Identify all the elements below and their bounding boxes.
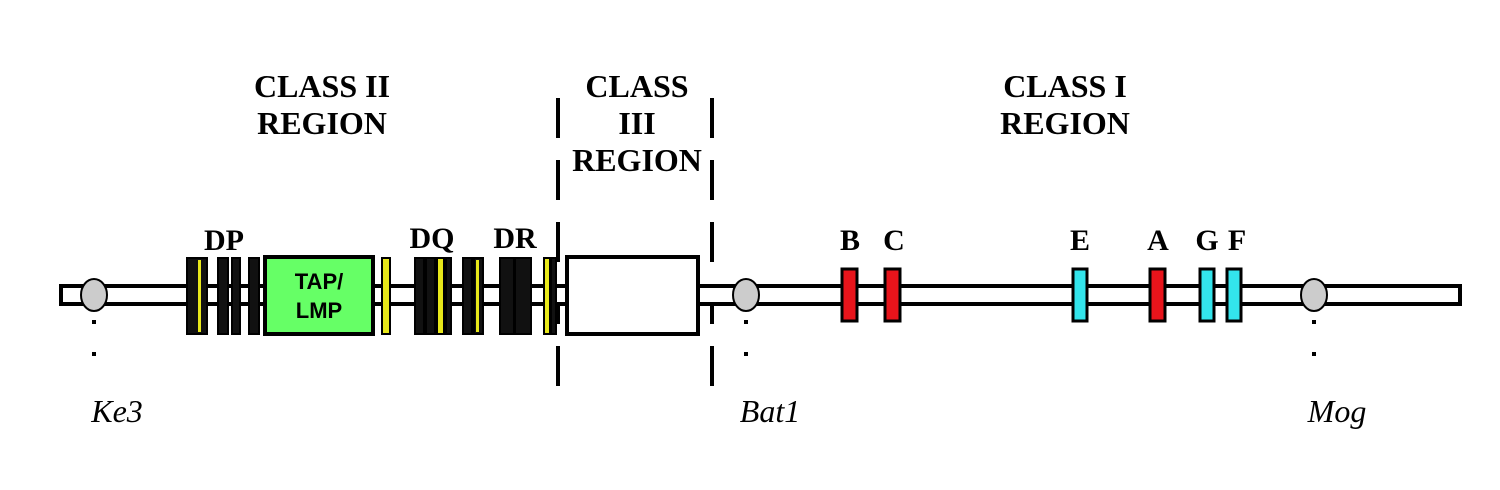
tap-lmp-box: [263, 255, 375, 336]
class-ii-title-line2: REGION: [257, 105, 387, 141]
dp-label: DP: [204, 224, 244, 257]
class-iii-title-line3: REGION: [572, 142, 702, 178]
hla-f-gene: [1225, 267, 1243, 323]
chromosome-bar: [59, 284, 1462, 306]
dr-gene-block-3: [550, 257, 557, 335]
dr-gene-yellow-1: [543, 257, 551, 335]
tap-lmp-label-line1: TAP/: [295, 269, 343, 294]
class-i-title-line2: REGION: [1000, 105, 1130, 141]
e-label: E: [1070, 224, 1090, 257]
ke3-label: Ke3: [90, 393, 143, 429]
dq-gene-block-2: [425, 257, 436, 335]
class-iii-box: [565, 255, 700, 336]
dq-label: DQ: [410, 222, 455, 255]
class-iii-title-line2: III: [618, 105, 655, 141]
dq-gene-yellow: [436, 257, 445, 335]
mog-label: Mog: [1307, 393, 1367, 429]
tap-lmp-label-line2: LMP: [296, 298, 342, 323]
bat1-marker: [732, 278, 760, 312]
dp-gene-block-2: [217, 257, 229, 335]
b-label: B: [840, 224, 860, 257]
dq-gene-block-1: [414, 257, 425, 335]
hla-b-gene: [840, 267, 859, 323]
class-ii-title-line1: CLASS II: [254, 68, 390, 104]
class-ii-gene-yellow-1: [381, 257, 391, 335]
class-ii-genes: [186, 257, 557, 335]
class-ii-gene-stripe-b: [476, 260, 479, 332]
dp-gene-block-3: [231, 257, 241, 335]
dp-gene-block-4: [248, 257, 260, 335]
bat1-label: Bat1: [740, 393, 800, 429]
hla-c-gene: [883, 267, 902, 323]
dq-gene-block-3: [445, 257, 452, 335]
dp-gene-stripe-1: [198, 260, 201, 332]
dr-gene-block-1: [499, 257, 515, 335]
dr-gene-block-2: [514, 257, 532, 335]
mog-marker: [1300, 278, 1328, 312]
class-ii-gene-block-a: [462, 257, 473, 335]
dp-gene-block-1: [186, 257, 208, 335]
a-label: A: [1147, 224, 1169, 257]
class-iii-title-line1: CLASS: [585, 68, 688, 104]
dr-label: DR: [493, 222, 537, 255]
class-i-title-line1: CLASS I: [1003, 68, 1127, 104]
ke3-marker: [80, 278, 108, 312]
hla-a-gene: [1148, 267, 1167, 323]
hla-e-gene: [1071, 267, 1089, 323]
f-label: F: [1228, 224, 1246, 257]
hla-g-gene: [1198, 267, 1216, 323]
c-label: C: [883, 224, 905, 257]
g-label: G: [1195, 224, 1218, 257]
